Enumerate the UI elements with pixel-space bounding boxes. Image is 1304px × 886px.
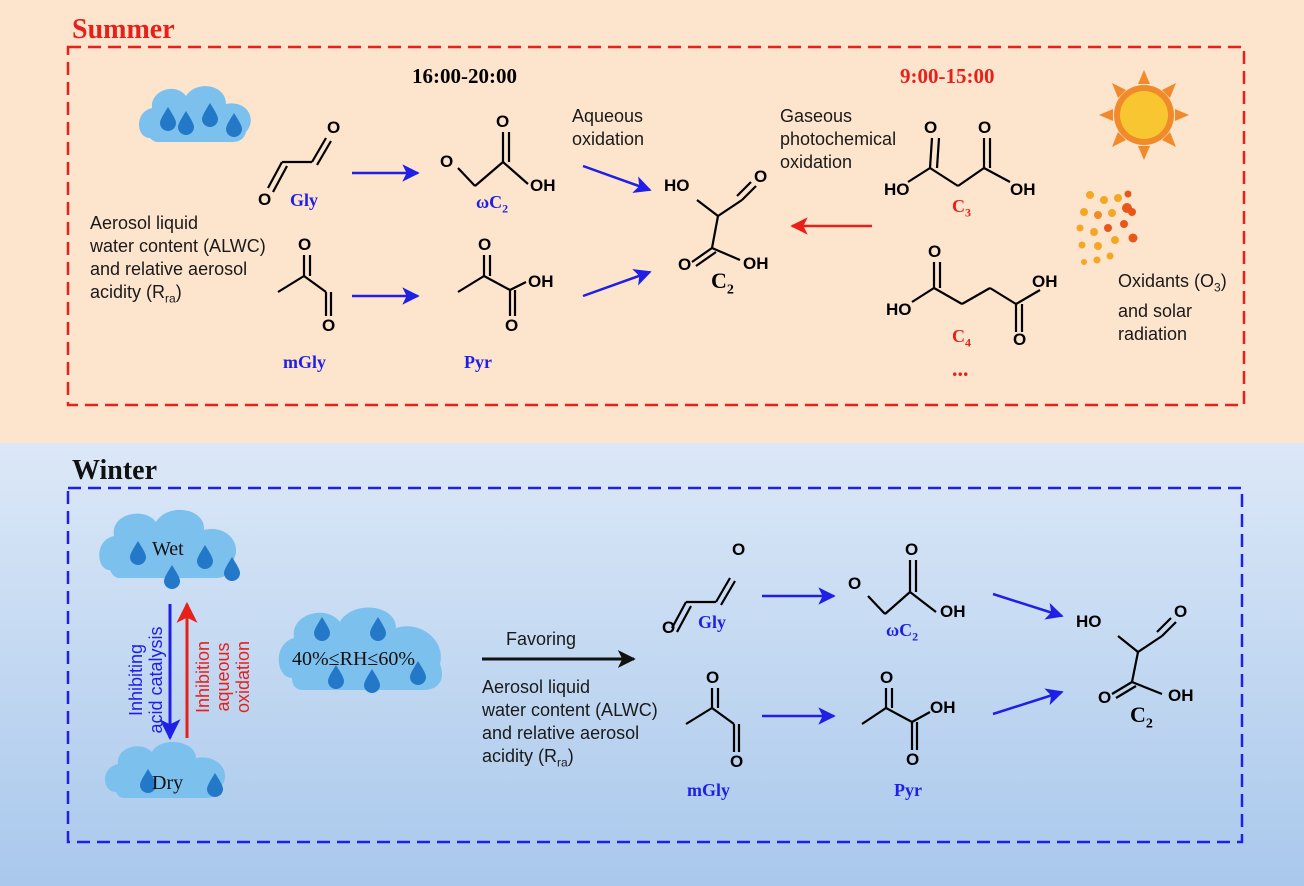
summer-mgly-label: mGly (283, 352, 326, 372)
winter-pyr-label: Pyr (894, 780, 922, 800)
atom-label: OH (1010, 180, 1036, 199)
atom-label: OH (1168, 686, 1194, 705)
atom-label: O (1174, 602, 1188, 621)
atom-label: OH (1032, 272, 1058, 291)
arrow-wc2-to-c2 (582, 164, 652, 193)
summer-c4-structure (911, 262, 1041, 332)
atom-label: O (924, 118, 938, 137)
summer-pyr-label: Pyr (464, 352, 492, 372)
summer-cloud-icon (139, 86, 251, 142)
summer-ellipsis: ... (952, 356, 969, 381)
atom-label: O (327, 118, 341, 137)
summer-panel (0, 0, 1304, 443)
oxidant-dots-icon (1076, 190, 1138, 265)
winter-pyr-structure (861, 688, 931, 750)
atom-label: HO (664, 176, 690, 195)
summer-c2-label: C2 (711, 268, 734, 298)
atom-label: O (258, 190, 272, 209)
atom-label: O (928, 242, 942, 261)
atom-label: O (662, 618, 676, 637)
winter-c2-label: C2 (1130, 702, 1153, 732)
winter-wc2-structure (867, 560, 937, 615)
atom-label: O (754, 167, 768, 186)
summer-evening-time: 16:00-20:00 (412, 64, 517, 88)
dry-label: Dry (152, 772, 184, 794)
rh-range-label: 40%≤RH≤60% (292, 648, 416, 670)
atom-label: HO (886, 300, 912, 319)
atom-label: O (478, 235, 492, 254)
atom-label: OH (930, 698, 956, 717)
summer-mgly-structure (277, 255, 333, 316)
atom-label: O (1098, 688, 1112, 707)
arrow-winter-wc2-to-c2 (992, 592, 1064, 620)
atom-label: O (496, 112, 510, 131)
arrow-winter-pyr-to-c2 (992, 688, 1064, 716)
winter-gly-label: Gly (698, 612, 727, 632)
favoring-label: Favoring (506, 629, 577, 649)
winter-title: Winter (72, 455, 158, 486)
atom-label: OH (530, 176, 556, 195)
sun-icon (1099, 70, 1189, 160)
atom-label: O (1013, 330, 1027, 349)
summer-gly-label: Gly (290, 190, 319, 210)
winter-gly-structure (671, 577, 736, 633)
atom-label: O (906, 750, 920, 769)
arrow-pyr-to-c2 (582, 269, 652, 298)
winter-mgly-label: mGly (687, 780, 730, 800)
atom-label: O (732, 540, 746, 559)
atom-label: O (322, 316, 336, 335)
summer-day-time: 9:00-15:00 (900, 64, 995, 88)
summer-c3-structure (907, 137, 1011, 187)
atom-label: OH (743, 254, 769, 273)
summer-wc2-structure (457, 132, 529, 187)
summer-c2-structure (691, 181, 757, 267)
atom-label: OH (528, 272, 554, 291)
atom-label: O (706, 668, 720, 687)
atom-label: HO (884, 180, 910, 199)
oxidants-label: Oxidants (O3) and solar radiation (1118, 271, 1227, 344)
winter-mgly-structure (685, 688, 741, 752)
atom-label: O (440, 152, 454, 171)
atom-label: OH (940, 602, 966, 621)
summer-title: Summer (72, 14, 175, 45)
wet-cloud-icon (99, 509, 240, 589)
summer-wc2-label: ωC2 (476, 192, 509, 216)
summer-alwc-label: Aerosol liquid water content (ALWC) and … (90, 213, 266, 306)
summer-gly-structure (267, 137, 332, 193)
atom-label: O (730, 752, 744, 771)
atom-label: O (978, 118, 992, 137)
atom-label: O (678, 255, 692, 274)
winter-frame (66, 486, 1244, 844)
winter-panel (0, 443, 1304, 886)
dry-cloud-icon (105, 741, 226, 798)
atom-label: O (880, 668, 894, 687)
atom-label: O (905, 540, 919, 559)
summer-frame (66, 45, 1246, 407)
atom-label: HO (1076, 612, 1102, 631)
rh-cloud-icon (278, 607, 443, 693)
winter-wc2-label: ωC2 (886, 620, 919, 644)
winter-c2-structure (1111, 617, 1177, 699)
summer-c4-label: C4 (952, 326, 971, 350)
winter-alwc-label: Aerosol liquid water content (ALWC) and … (482, 677, 658, 770)
atom-label: O (298, 235, 312, 254)
summer-c3-label: C3 (952, 196, 971, 220)
atom-label: O (848, 574, 862, 593)
wet-label: Wet (152, 538, 184, 560)
summer-pyr-structure (457, 255, 527, 316)
atom-label: O (505, 316, 519, 335)
